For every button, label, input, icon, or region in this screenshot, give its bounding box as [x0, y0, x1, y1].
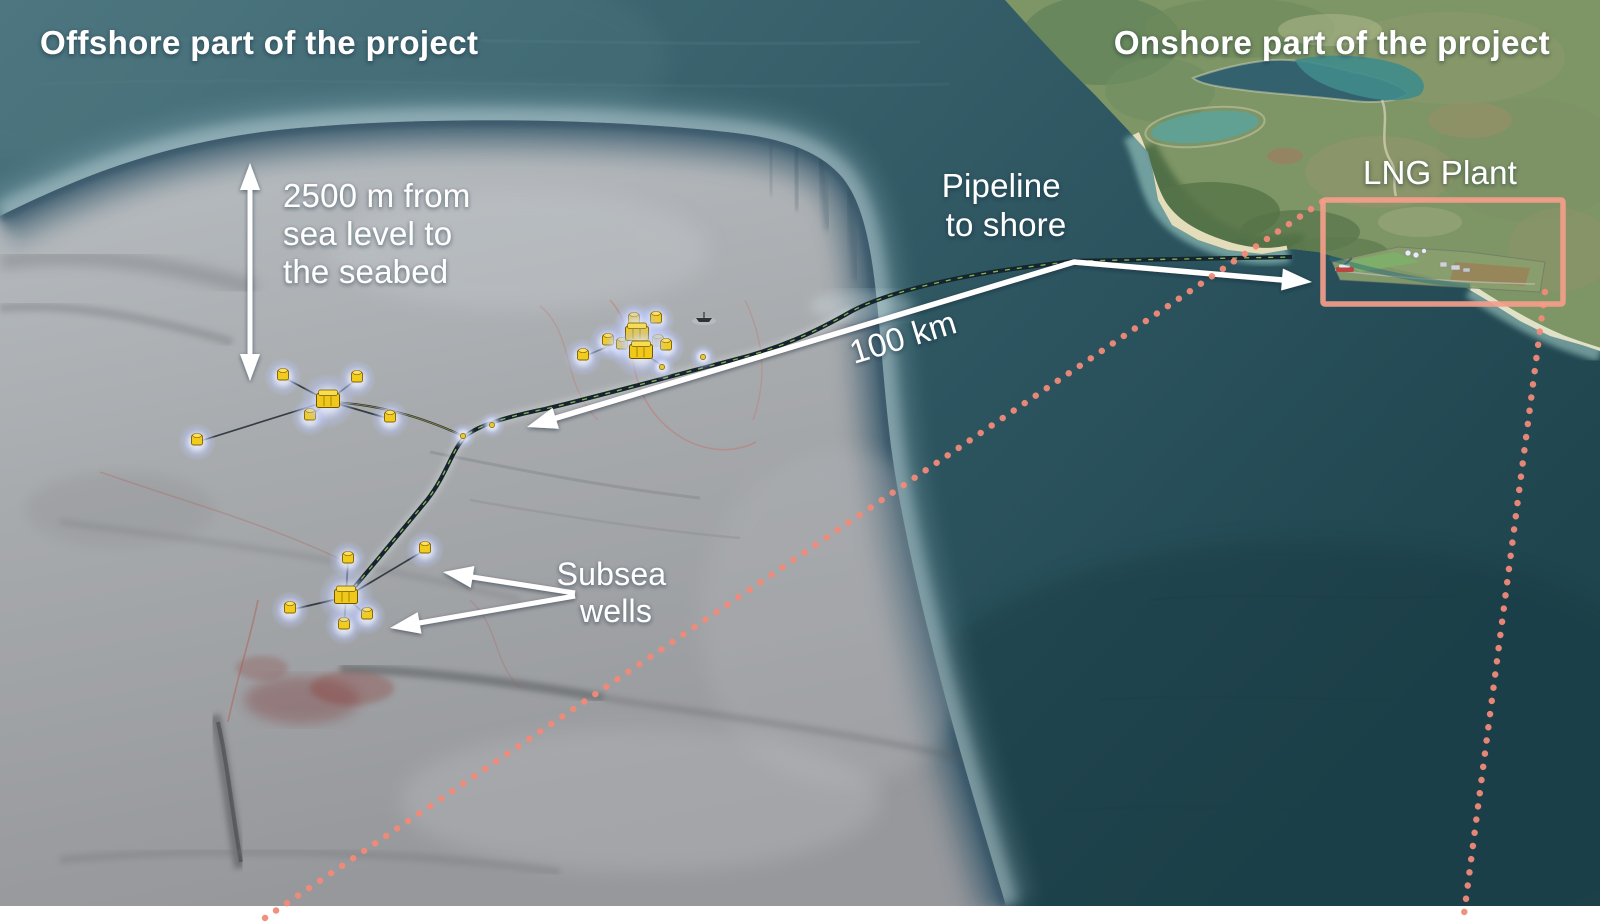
subsea-well-cap — [278, 368, 288, 373]
subsea-manifold-top — [336, 585, 356, 592]
subsea-wells-arrow-upper — [443, 566, 576, 596]
callout-dotted-line-right — [1459, 288, 1549, 922]
subsea-manifold-top — [631, 340, 651, 347]
subsea-well-cap — [192, 433, 202, 438]
subsea-well-cap — [420, 541, 430, 546]
seabed-cutaway — [0, 120, 1006, 906]
subsea-wells — [178, 301, 716, 645]
survey-vessel — [692, 312, 716, 325]
lng-plant-label: LNG Plant — [1363, 154, 1517, 191]
tie-in-point — [659, 364, 665, 370]
subsea-well-cap — [352, 370, 362, 375]
offshore-title: Offshore part of the project — [40, 24, 478, 61]
subsea-manifold-top — [318, 389, 338, 396]
bottom-margin — [0, 906, 1600, 922]
lng-plant-outline — [1320, 197, 1566, 307]
depth-label: 2500 m from sea level to the seabed — [283, 177, 480, 290]
subsea-well-cap — [285, 601, 295, 606]
lng-plant-render — [1329, 246, 1546, 293]
pipeline-to-shore-label: Pipeline to shore — [942, 167, 1070, 243]
callout-dotted-line-left — [261, 197, 1327, 922]
subsea-well-cap — [343, 551, 353, 556]
subsea-wells-label: Subsea wells — [557, 556, 676, 629]
tie-in-point — [700, 354, 706, 360]
onshore-title: Onshore part of the project — [1114, 24, 1550, 61]
tie-in-point — [489, 422, 495, 428]
depth-arrow — [240, 163, 260, 381]
tie-in-point — [460, 433, 466, 439]
subsea-wells-arrow-lower — [390, 593, 576, 634]
zoom-callout — [261, 197, 1566, 922]
text-labels: Offshore part of the project Onshore par… — [40, 24, 1550, 629]
subsea-well-cap — [578, 348, 588, 353]
subsea-well-cap — [385, 410, 395, 415]
subsea-pipeline — [329, 254, 1293, 601]
